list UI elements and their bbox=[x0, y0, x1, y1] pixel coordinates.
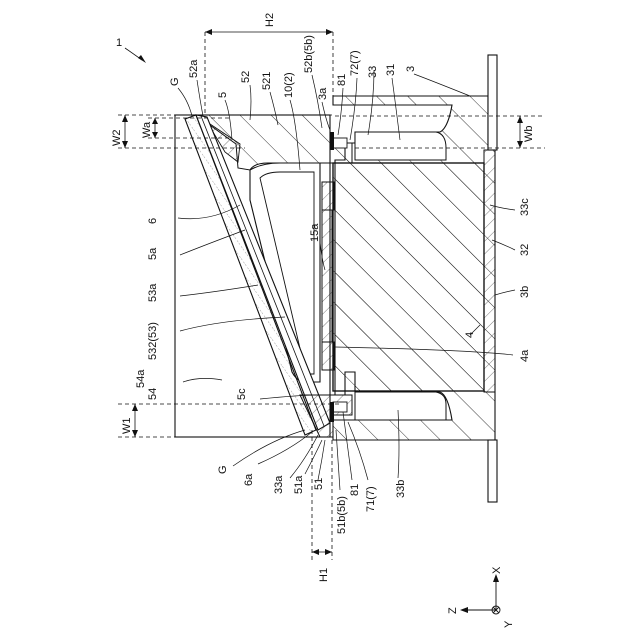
label-51a: 51a bbox=[293, 475, 305, 494]
axis-label-y: Y bbox=[503, 620, 515, 628]
label-33a: 33a bbox=[273, 475, 285, 494]
label-4: 4 bbox=[464, 332, 476, 338]
mount-10 bbox=[322, 182, 334, 210]
groove-33b bbox=[355, 392, 446, 420]
plate-15a bbox=[322, 210, 332, 342]
label-32: 32 bbox=[519, 244, 531, 256]
label-51: 51 bbox=[313, 478, 325, 490]
groove-33 bbox=[355, 132, 446, 160]
part-81-top bbox=[333, 138, 347, 148]
axis-label-z: Z bbox=[447, 607, 459, 614]
label-5a: 5a bbox=[147, 247, 159, 260]
part-71 bbox=[330, 402, 334, 422]
label-33b: 33b bbox=[395, 480, 407, 498]
dim-W1: W1 bbox=[121, 418, 133, 435]
label-G-top: G bbox=[169, 77, 181, 86]
label-15a: 15a bbox=[309, 223, 321, 242]
axis-label-x: X bbox=[491, 566, 503, 574]
label-33c: 33c bbox=[519, 198, 531, 216]
dim-H1: H1 bbox=[318, 568, 330, 582]
label-G-bottom: G bbox=[217, 465, 229, 474]
label-52b-5b: 52b(5b) bbox=[303, 35, 315, 73]
dim-Wb: Wb bbox=[523, 126, 535, 143]
assembly-ref-label: 1 bbox=[116, 37, 122, 49]
axis-indicator bbox=[464, 578, 500, 614]
assembly-ref-arrowhead bbox=[138, 55, 146, 63]
label-532-53: 532(53) bbox=[147, 322, 159, 360]
label-81-bottom: 81 bbox=[349, 484, 361, 496]
label-51b-5b: 51b(5b) bbox=[336, 496, 348, 534]
label-53a: 53a bbox=[147, 283, 159, 302]
label-3a: 3a bbox=[317, 87, 329, 100]
label-3: 3 bbox=[405, 66, 417, 72]
label-10-2: 10(2) bbox=[283, 72, 295, 98]
flange-top bbox=[488, 55, 497, 150]
part-81-bottom bbox=[333, 402, 347, 412]
mount-10b bbox=[322, 342, 334, 370]
axis-arrow-z bbox=[460, 607, 468, 613]
label-71-7: 71(7) bbox=[365, 486, 377, 512]
label-5c: 5c bbox=[236, 388, 248, 400]
dim-H2: H2 bbox=[264, 13, 276, 27]
dim-W2: W2 bbox=[111, 130, 123, 147]
label-31: 31 bbox=[385, 64, 397, 76]
side-wall-32 bbox=[484, 150, 495, 392]
label-52a: 52a bbox=[188, 59, 200, 78]
label-81-top: 81 bbox=[336, 74, 348, 86]
label-52: 52 bbox=[240, 71, 252, 83]
flange-bottom bbox=[488, 440, 497, 502]
label-6: 6 bbox=[147, 218, 159, 224]
label-54: 54 bbox=[147, 388, 159, 400]
axis-arrow-x bbox=[493, 574, 499, 582]
label-6a: 6a bbox=[243, 473, 255, 486]
block-4 bbox=[333, 163, 484, 391]
label-521: 521 bbox=[261, 72, 273, 90]
label-3b: 3b bbox=[519, 286, 531, 298]
label-54a: 54a bbox=[135, 369, 147, 388]
label-33: 33 bbox=[367, 66, 379, 78]
label-72-7: 72(7) bbox=[349, 50, 361, 76]
dim-Wa: Wa bbox=[141, 121, 153, 138]
part-72 bbox=[330, 132, 334, 150]
label-4a: 4a bbox=[519, 349, 531, 362]
label-5: 5 bbox=[217, 92, 229, 98]
